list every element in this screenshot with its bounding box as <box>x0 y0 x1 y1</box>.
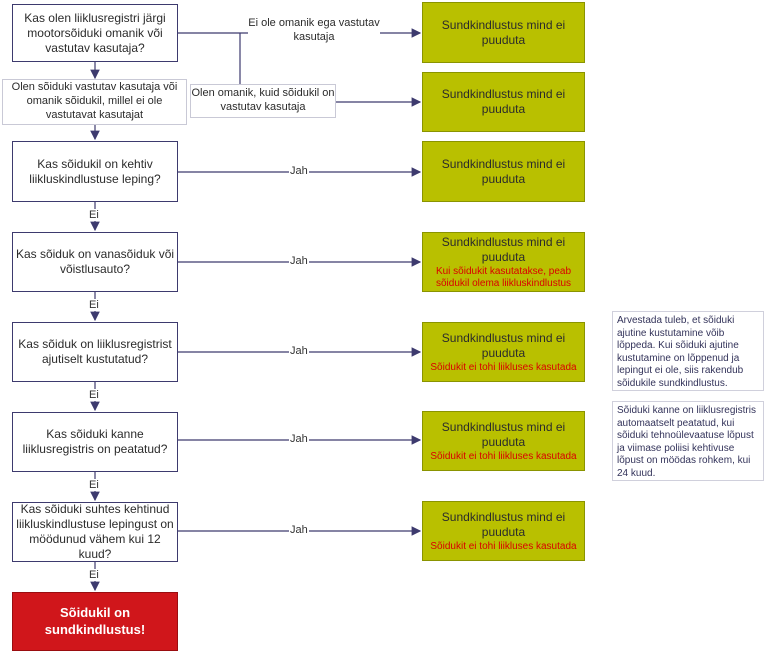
result-text: Sundkindlustus mind ei puuduta <box>441 330 566 360</box>
result-text: Sundkindlustus mind ei puuduta <box>441 17 566 47</box>
question-insurance-contract: Kas sõidukil on kehtiv liikluskindlustus… <box>12 141 178 202</box>
final-result-compulsory-insurance: Sõidukil on sundkindlustus! <box>12 592 178 651</box>
result-not-affected: Sundkindlustus mind ei puuduta <box>422 72 585 132</box>
result-text: Sundkindlustus mind ei puuduta <box>441 87 566 116</box>
result-warning: Sõidukit ei tohi liikluses kasutada <box>430 361 577 373</box>
label-yes: Jah <box>289 345 309 357</box>
note-temporary-removal: Arvestada tuleb, et sõiduki ajutine kust… <box>612 311 764 391</box>
label-no: Ei <box>88 299 100 311</box>
label-no: Ei <box>88 389 100 401</box>
result-text: Sundkindlustus mind ei puuduta <box>441 156 566 186</box>
result-warning: Sõidukit ei tohi liikluses kasutada <box>430 450 577 462</box>
condition-owner-or-user: Olen sõiduki vastutav kasutaja või omani… <box>2 79 187 125</box>
result-not-affected-removed: Sundkindlustus mind ei puuduta Sõidukit … <box>422 322 585 382</box>
result-text: Sundkindlustus mind ei puuduta <box>441 419 566 449</box>
result-warning: Kui sõidukit kasutatakse, peab sõidukil … <box>435 265 572 289</box>
label-yes: Jah <box>289 433 309 445</box>
result-not-affected: Sundkindlustus mind ei puuduta <box>422 2 585 63</box>
result-text: Sundkindlustus mind ei puuduta <box>441 234 566 264</box>
question-vintage-or-race: Kas sõiduk on vanasõiduk või võistlusaut… <box>12 232 178 292</box>
condition-not-owner: Ei ole omanik ega vastutav kasutaja <box>248 14 380 48</box>
condition-owner-not-user: Olen omanik, kuid sõidukil on vastutav k… <box>190 84 336 118</box>
result-text: Sundkindlustus mind ei puuduta <box>441 509 566 539</box>
result-warning: Sõidukit ei tohi liikluses kasutada <box>430 540 577 552</box>
result-not-affected: Sundkindlustus mind ei puuduta <box>422 141 585 202</box>
result-not-affected-vintage: Sundkindlustus mind ei puuduta Kui sõidu… <box>422 232 585 292</box>
label-no: Ei <box>88 479 100 491</box>
question-temporarily-removed: Kas sõiduk on liiklusregistrist ajutisel… <box>12 322 178 382</box>
label-no: Ei <box>88 569 100 581</box>
question-less-than-12-months: Kas sõiduki suhtes kehtinud liikluskindl… <box>12 502 178 562</box>
label-yes: Jah <box>289 255 309 267</box>
label-no: Ei <box>88 209 100 221</box>
result-not-affected-12-months: Sundkindlustus mind ei puuduta Sõidukit … <box>422 501 585 561</box>
label-yes: Jah <box>289 524 309 536</box>
question-owner-or-user: Kas olen liiklusregistri järgi mootorsõi… <box>12 4 178 62</box>
label-yes: Jah <box>289 165 309 177</box>
note-registration-suspended: Sõiduki kanne on liiklusregistris automa… <box>612 401 764 481</box>
result-not-affected-suspended: Sundkindlustus mind ei puuduta Sõidukit … <box>422 411 585 471</box>
question-registration-suspended: Kas sõiduki kanne liiklusregistris on pe… <box>12 412 178 472</box>
